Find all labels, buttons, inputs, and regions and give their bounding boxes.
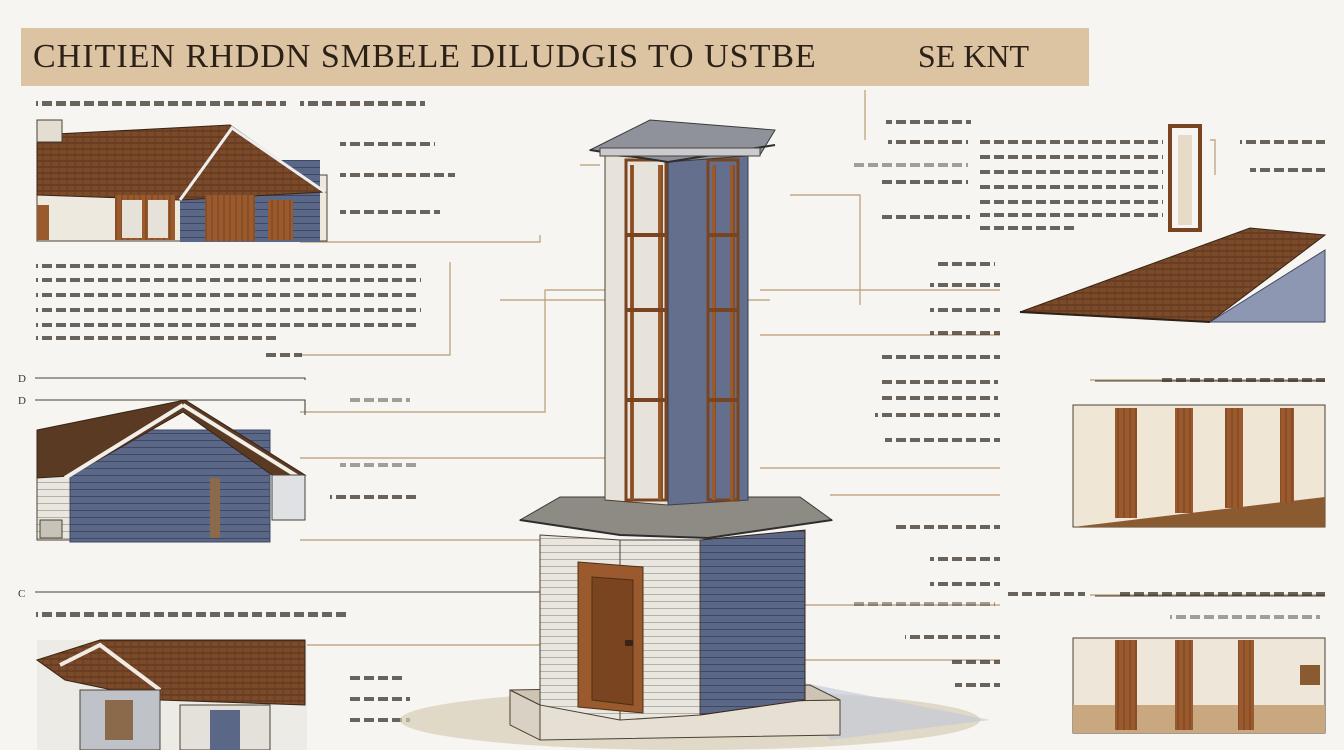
marker-d2: D bbox=[18, 395, 26, 407]
house-top-left bbox=[36, 119, 328, 242]
house-bottom-left bbox=[35, 639, 307, 750]
interior-frame-detail-bottom-right bbox=[1072, 637, 1326, 734]
banner-right-label: SE KNT bbox=[917, 38, 1029, 74]
marker-c: C bbox=[18, 588, 25, 600]
left-markers: D D C bbox=[18, 373, 26, 600]
window-frame-detail-top-right bbox=[1168, 124, 1202, 232]
house-mid-left bbox=[36, 399, 307, 543]
title-banner: CHITIEN RHDDN SMBELE DILUDGIS TO USTBE S… bbox=[21, 28, 1089, 86]
banner-title: CHITIEN RHDDN SMBELE DILUDGIS TO USTBE bbox=[33, 38, 817, 75]
right-text-blocks bbox=[850, 120, 1325, 687]
marker-d1: D bbox=[18, 373, 26, 385]
central-tower bbox=[400, 119, 990, 750]
interior-frame-detail-mid-right bbox=[1072, 404, 1326, 528]
left-text-blocks bbox=[36, 101, 455, 722]
roof-detail-right bbox=[1019, 227, 1327, 323]
